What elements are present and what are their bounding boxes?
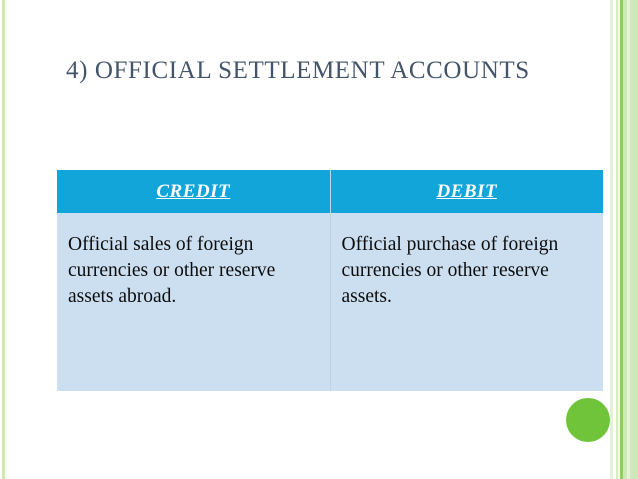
- green-circle-icon: [566, 398, 610, 442]
- credit-debit-table: CREDIT DEBIT Official sales of foreign c…: [57, 170, 603, 391]
- cell-debit-description: Official purchase of foreign currencies …: [330, 213, 603, 391]
- table-row: Official sales of foreign currencies or …: [57, 213, 603, 391]
- right-edge-stripe-5: [620, 0, 623, 479]
- column-header-debit: DEBIT: [330, 170, 603, 213]
- left-edge-stripe: [2, 0, 5, 479]
- column-header-credit: CREDIT: [57, 170, 331, 213]
- right-edge-stripe-2: [613, 0, 616, 479]
- table-header-row: CREDIT DEBIT: [57, 170, 603, 213]
- right-edge-stripe-1: [610, 0, 613, 479]
- right-edge-stripe-8: [630, 0, 638, 479]
- right-edge-stripe-3: [616, 0, 618, 479]
- right-edge-stripe-6: [623, 0, 627, 479]
- left-edge-hairline: [6, 0, 7, 479]
- right-edge-stripe-7: [627, 0, 630, 479]
- cell-credit-description: Official sales of foreign currencies or …: [57, 213, 331, 391]
- right-edge-stripe-4: [618, 0, 620, 479]
- page-title: 4) OFFICIAL SETTLEMENT ACCOUNTS: [66, 57, 530, 84]
